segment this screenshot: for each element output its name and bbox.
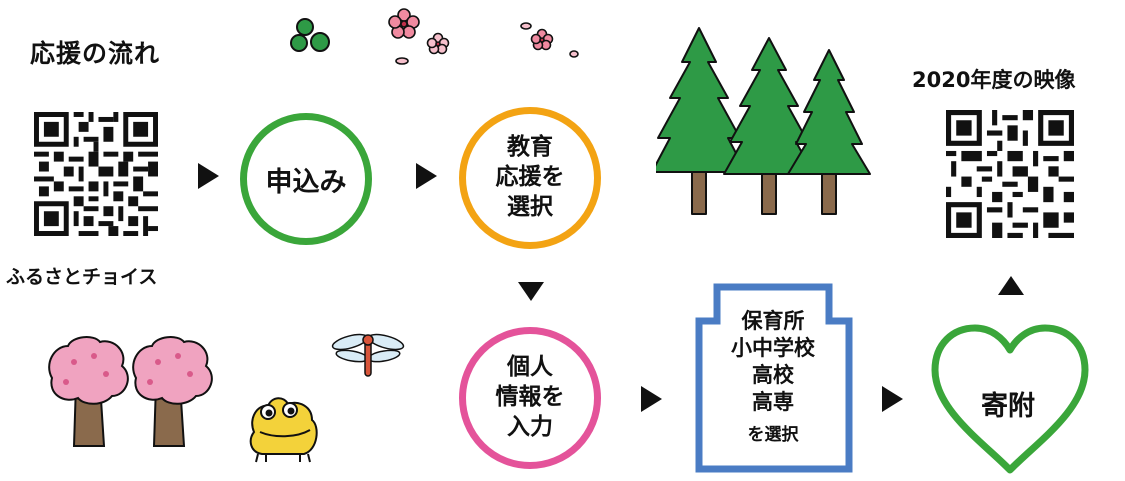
school-suffix: を選択: [747, 424, 799, 445]
arrow-right-4-icon: [882, 386, 903, 412]
step-select-education: 教育 応援を 選択: [459, 107, 601, 249]
page-title: 応援の流れ: [30, 39, 161, 68]
school-box-outline: [695, 283, 853, 473]
cherry-tree-icon: [48, 336, 213, 447]
qr-code-right-icon[interactable]: [945, 110, 1075, 238]
step-donate-label: 寄附: [981, 391, 1035, 422]
frog-icon: [249, 397, 318, 463]
green-berries-icon: [290, 18, 330, 52]
arrow-down-icon: [518, 282, 544, 301]
video-title: 2020年度の映像: [912, 68, 1076, 92]
school-line-1: 保育所: [741, 309, 805, 333]
step-edu-line-3: 選択: [507, 193, 553, 220]
step-input-info: 個人 情報を 入力: [459, 327, 601, 469]
school-line-2: 小中学校: [731, 335, 815, 360]
plum-blossom-icon: [388, 8, 579, 65]
step-edu-line-1: 教育: [507, 134, 553, 161]
step-info-line-2: 情報を: [495, 384, 565, 411]
step-apply: 申込み: [240, 113, 372, 245]
school-line-3: 高校: [752, 362, 794, 387]
dragonfly-icon: [331, 333, 405, 377]
qr-code-left-icon[interactable]: [34, 112, 158, 236]
pine-tree-icon: [656, 27, 871, 215]
qr-left-label: ふるさとチョイス: [6, 266, 158, 288]
step-info-line-3: 入力: [507, 413, 553, 440]
step-edu-line-2: 応援を: [495, 164, 565, 191]
step-select-school: 保育所 小中学校 高校 高専 を選択: [698, 308, 848, 445]
arrow-right-3-icon: [641, 386, 662, 412]
arrow-right-2-icon: [416, 163, 437, 189]
school-line-4: 高専: [752, 389, 794, 414]
step-info-line-1: 個人: [507, 354, 553, 381]
arrow-right-1-icon: [198, 163, 219, 189]
heart-icon: [931, 324, 1089, 474]
step-apply-label: 申込み: [265, 166, 347, 198]
arrow-up-icon: [998, 276, 1024, 295]
